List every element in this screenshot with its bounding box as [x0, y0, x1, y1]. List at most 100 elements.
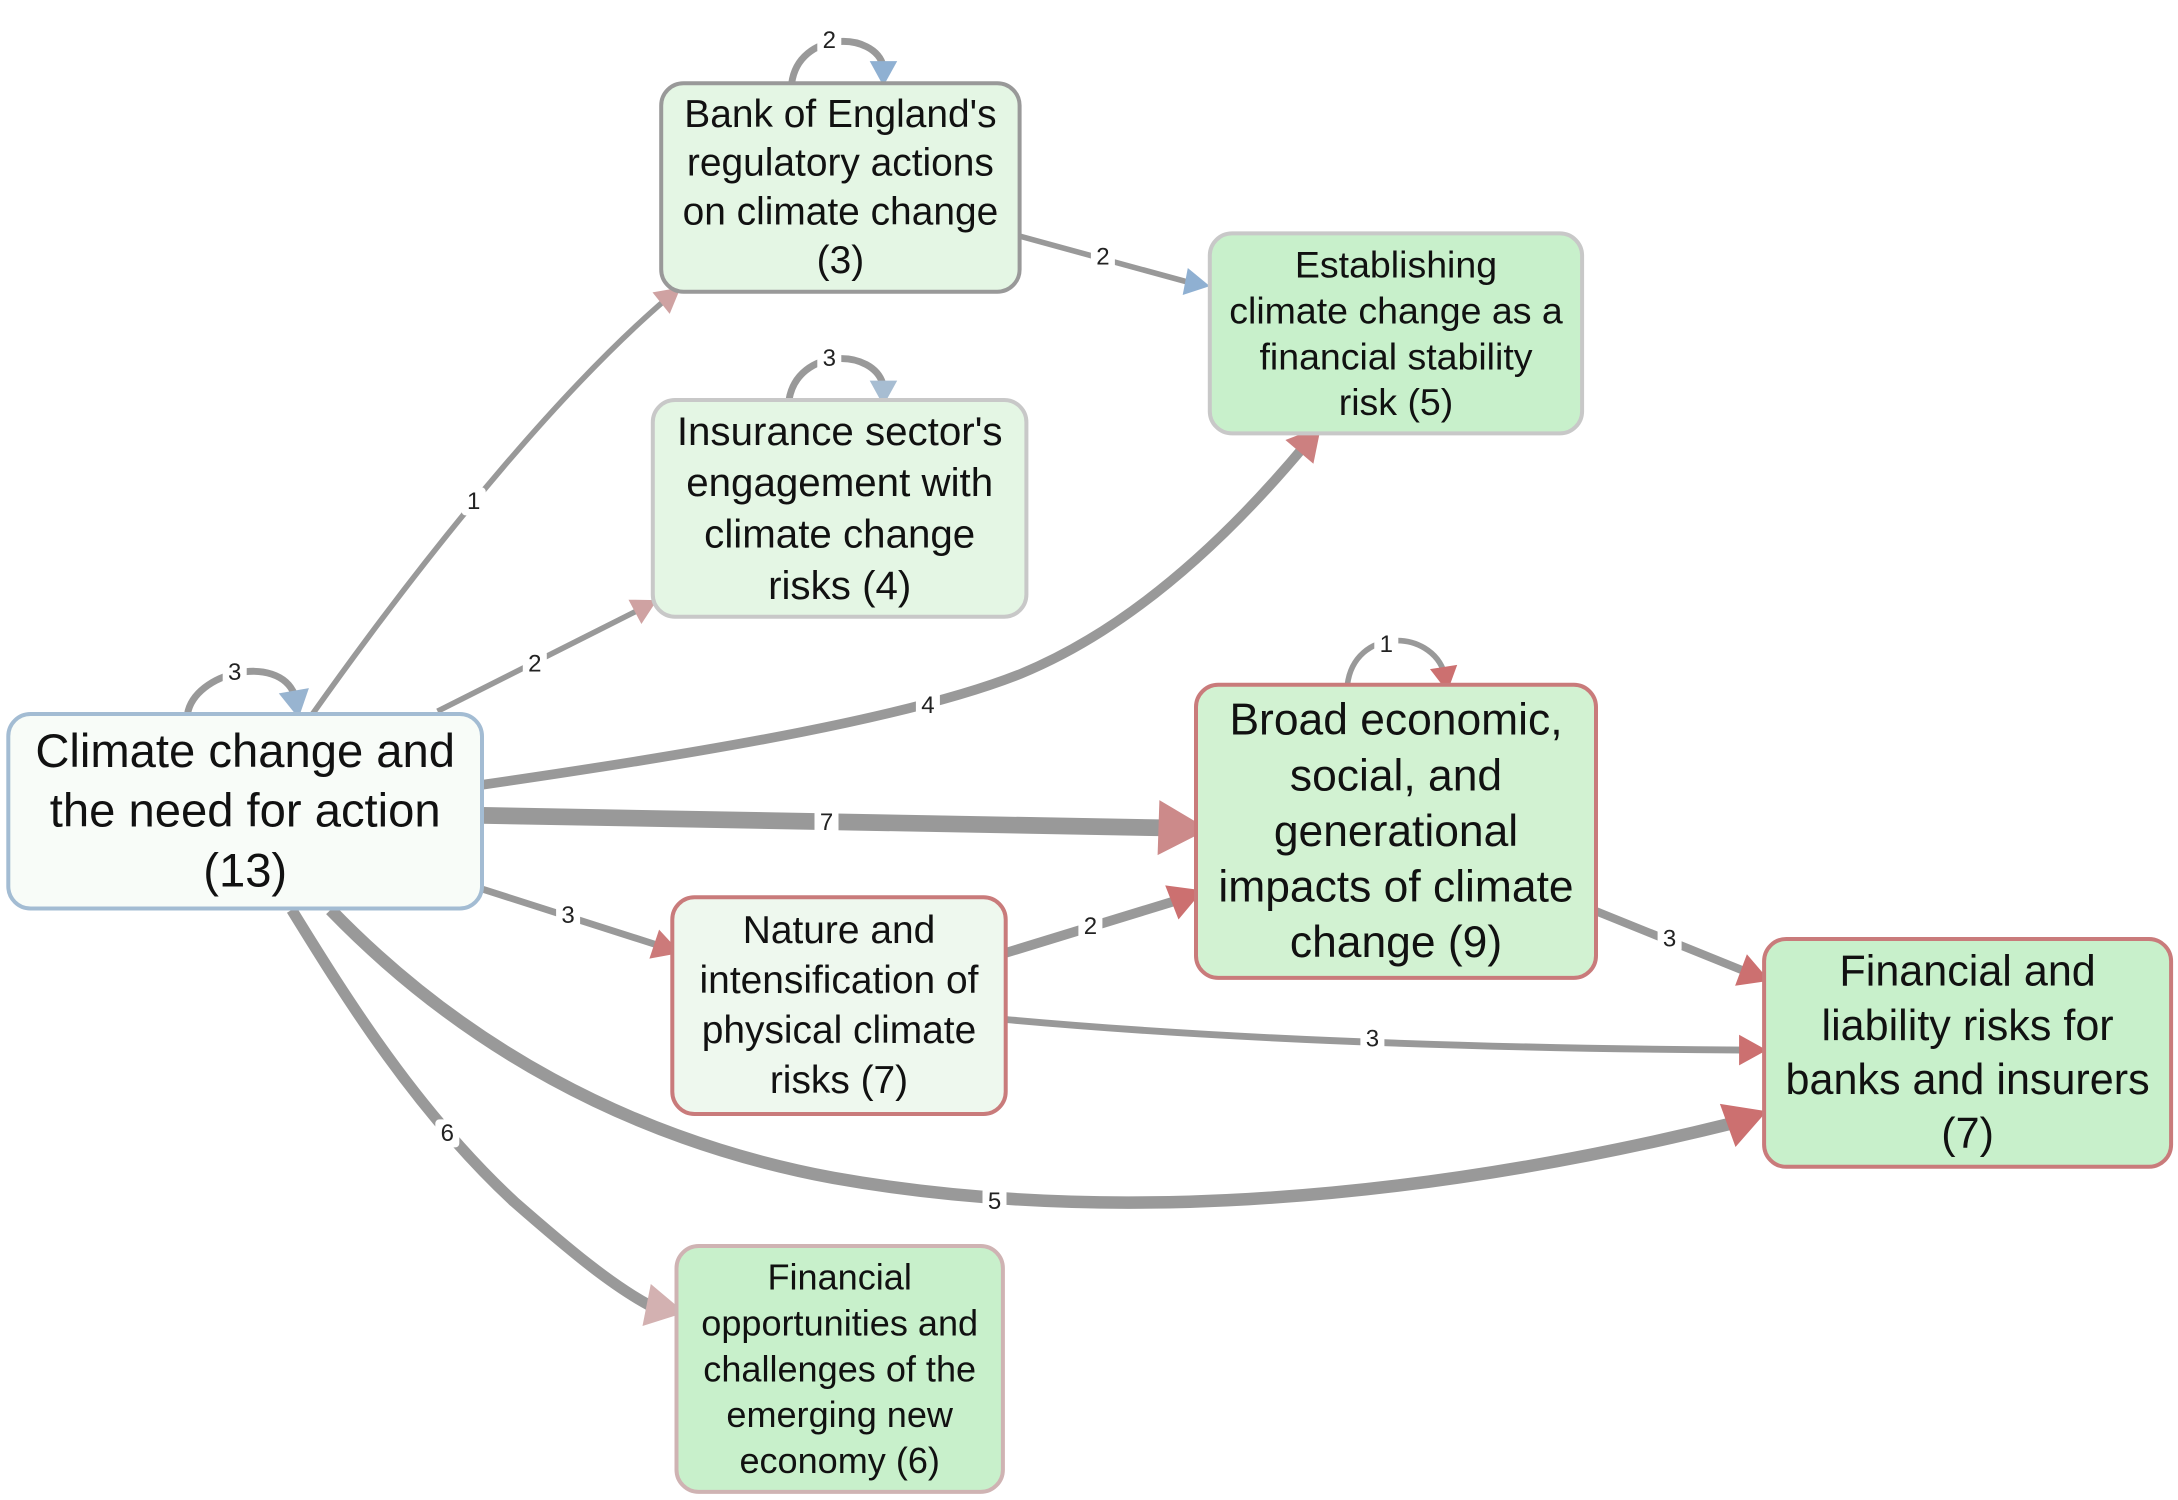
node-box [670, 895, 1008, 1116]
arrowhead [1182, 268, 1210, 295]
node-label-line: banks and insurers [1786, 1056, 2150, 1104]
edge-weight-label: 6 [435, 1119, 460, 1148]
node-label-line: generational [1274, 807, 1518, 856]
node-label-line: climate change as a [1229, 289, 1563, 331]
node-climate: Climate change and the need for action (13… [6, 712, 485, 911]
edge-weight-label-bg [435, 1119, 460, 1148]
edge-weight-label: 1 [1374, 630, 1399, 659]
edge-weight-text: 3 [561, 902, 574, 929]
edge-weight-label: 3 [556, 901, 581, 930]
node-label-line: Climate change and [35, 725, 455, 778]
edge-weight-label-bg [1360, 1025, 1385, 1053]
arrowhead [642, 1284, 685, 1326]
node-label-line: Broad economic, [1229, 696, 1562, 745]
edge-weight-text: 2 [823, 27, 836, 54]
node-label-line: Bank of England's [684, 93, 996, 136]
arrowhead [1739, 1034, 1767, 1066]
arrowhead [869, 380, 898, 406]
edge-weight-label-bg [817, 344, 842, 373]
arrowhead [1157, 800, 1209, 856]
edge-weight-text: 4 [921, 692, 934, 719]
node-label-line: opportunities and [701, 1303, 978, 1344]
edge-weight-label: 2 [1090, 243, 1115, 271]
node-box [6, 712, 485, 911]
edge-weight-label: 3 [222, 658, 247, 687]
edge-line [481, 441, 1310, 790]
node-label-line: risks (4) [768, 563, 911, 608]
edge-weight-label: 4 [915, 691, 940, 720]
arrowhead [1430, 664, 1458, 692]
edge-weight-text: 3 [228, 659, 241, 686]
node-label-line: the need for action [50, 785, 441, 838]
edge-climate-to-opportunities [286, 906, 685, 1326]
edge-weight-label: 3 [817, 344, 842, 373]
edge-weight-label: 5 [982, 1187, 1007, 1216]
node-label-line: social, and [1290, 751, 1502, 800]
edge-weight-text: 7 [820, 809, 833, 836]
edge-broad-to-liability [1594, 907, 1770, 986]
node-label-line: Nature and [743, 909, 935, 952]
node-label-line: impacts of climate [1218, 862, 1573, 911]
edge-climate-to-insurance [436, 599, 657, 714]
edge-weight-label-bg [1374, 630, 1399, 659]
edge-line [310, 296, 669, 716]
arrowhead [1719, 1103, 1767, 1147]
node-label-line: intensification of [700, 959, 979, 1002]
node-label-line: physical climate [702, 1009, 977, 1052]
edge-climate-to-boe [310, 287, 681, 716]
edge-weight-label-bg [522, 650, 547, 678]
edge-climate-to-nature [480, 885, 681, 959]
edge-weight-text: 2 [1096, 244, 1109, 271]
edge-weight-text: 1 [467, 488, 480, 515]
node-box [1194, 682, 1598, 980]
node-label-line: risk (5) [1339, 381, 1454, 423]
node-label-line: climate change [704, 512, 975, 557]
node-label-line: change (9) [1290, 918, 1502, 967]
edge-climate-to-broad [481, 800, 1209, 856]
node-label-line: on climate change [683, 190, 999, 233]
arrowhead [278, 688, 309, 719]
edge-weight-label-bg [915, 691, 940, 720]
edge-weight-text: 1 [1380, 631, 1393, 658]
edge-weight-label: 2 [522, 650, 547, 678]
edge-weight-label-bg [814, 808, 839, 837]
arrowhead [1735, 954, 1770, 986]
node-box [650, 398, 1029, 619]
edges-layer [184, 37, 1770, 1326]
edge-weight-text: 3 [823, 345, 836, 372]
node-box [1762, 937, 2174, 1169]
edge-weight-label-bg [556, 901, 581, 930]
node-label-line: Financial and [1839, 948, 2095, 996]
node-nature: Nature and intensification of physical cli… [670, 895, 1008, 1116]
node-label-line: (7) [1941, 1110, 1994, 1158]
node-label-line: (3) [817, 239, 865, 282]
edge-weight-label-bg [1090, 243, 1115, 271]
edge-weight-label-bg [1657, 925, 1682, 953]
node-box [659, 81, 1022, 294]
arrowhead [869, 61, 898, 87]
edge-weight-label: 7 [814, 808, 839, 837]
edge-climate-to-climate [184, 668, 309, 719]
node-label-line: financial stability [1259, 335, 1532, 377]
nodes-layer: Climate change and the need for action (13… [6, 81, 2174, 1494]
edge-weight-text: 3 [1366, 1026, 1379, 1053]
arrowhead [628, 599, 657, 624]
node-label-line: economy (6) [739, 1440, 940, 1481]
edge-climate-to-liability [326, 905, 1767, 1209]
node-label-line: regulatory actions [687, 142, 994, 185]
edge-weight-text: 3 [1663, 926, 1676, 953]
node-box [1207, 231, 1585, 436]
edge-climate-to-stability [481, 426, 1321, 790]
edge-line [1005, 1016, 1744, 1054]
edge-weight-text: 6 [441, 1120, 454, 1147]
edge-nature-to-broad [1004, 885, 1203, 958]
node-label-line: engagement with [686, 460, 993, 505]
node-label-line: challenges of the [703, 1348, 976, 1389]
node-label-line: (13) [203, 844, 287, 897]
arrowhead [652, 287, 681, 314]
